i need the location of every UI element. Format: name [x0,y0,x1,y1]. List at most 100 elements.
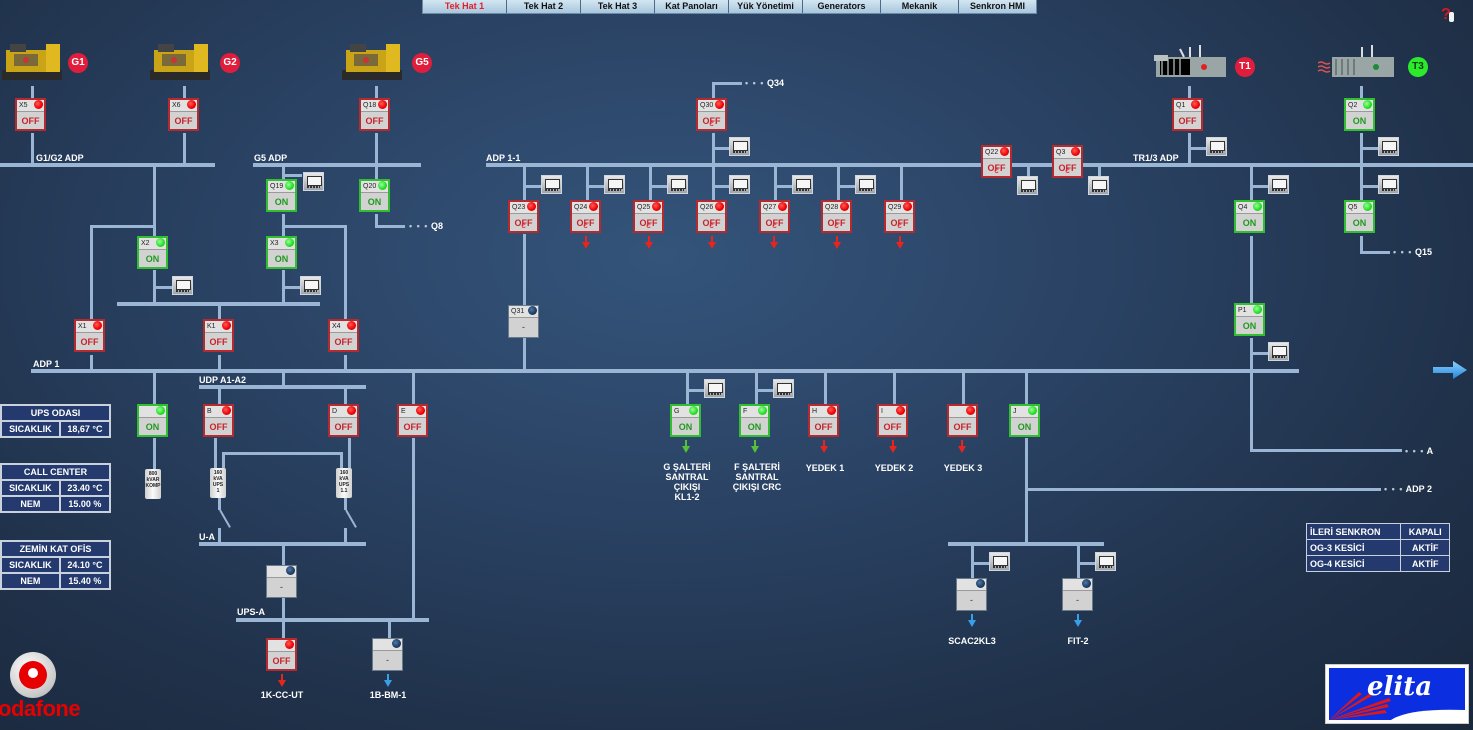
tab-tek-hat-3[interactable]: Tek Hat 3 [581,0,655,13]
generator-g2[interactable] [148,40,212,84]
breaker-id: I [881,408,883,415]
tab-senkron-hmi[interactable]: Senkron HMI [959,0,1036,13]
breaker-state: OFF [80,337,99,347]
bus-label-udp: UDP A1-A2 [199,375,247,385]
breaker-ua[interactable]: - [266,565,297,598]
tab-kat-panolari[interactable]: Kat Panoları [655,0,729,13]
breaker-state: OFF [514,218,533,228]
power-meter-icon[interactable] [1378,175,1399,194]
tab-tek-hat-1[interactable]: Tek Hat 1 [423,0,507,13]
breaker-yedek3[interactable]: OFF [947,404,978,437]
generator-g5[interactable] [340,40,404,84]
breaker-id: X3 [270,240,279,247]
breaker-header: X3 [268,238,295,250]
power-meter-icon[interactable] [300,276,321,295]
transformer-t1[interactable] [1150,45,1230,81]
tab-mekanik[interactable]: Mekanik [881,0,959,13]
breaker-sub-label: C [583,224,588,230]
power-meter-icon[interactable] [792,175,813,194]
power-meter-icon[interactable] [172,276,193,295]
transformer-t3[interactable] [1317,45,1398,81]
power-meter-icon[interactable] [1017,176,1038,195]
power-meter-icon[interactable] [667,175,688,194]
status-led-icon [1363,100,1372,109]
power-meter-icon[interactable] [729,137,750,156]
continuation-q8[interactable]: • • • Q8 [409,221,443,231]
tab-generators[interactable]: Generators [803,0,881,13]
power-meter-icon[interactable] [1095,552,1116,571]
power-meter-icon[interactable] [303,172,324,191]
breaker-1k-cc-ut[interactable]: OFF [266,638,297,671]
continuation-a[interactable]: • • • A [1405,446,1434,456]
power-meter-icon[interactable] [1206,137,1227,156]
continuation-q34[interactable]: • • • Q34 [745,78,784,88]
tab-yuk-yonetimi[interactable]: Yük Yönetimi [729,0,803,13]
breaker-state: OFF [334,337,353,347]
power-meter-icon[interactable] [1268,342,1289,361]
continuation-q15[interactable]: • • • Q15 [1393,247,1432,257]
power-meter-icon[interactable] [855,175,876,194]
bus-line [1098,166,1101,178]
breaker-q19[interactable]: Q19 -ON [266,179,297,212]
breaker-1b-bm-1[interactable]: - [372,638,403,671]
power-meter-icon[interactable] [604,175,625,194]
power-meter-icon[interactable] [1378,137,1399,156]
power-meter-icon[interactable] [989,552,1010,571]
power-meter-icon[interactable] [1088,176,1109,195]
bus-line [837,185,855,188]
power-meter-icon[interactable] [1268,175,1289,194]
power-meter-icon[interactable] [541,175,562,194]
generator-g1[interactable] [0,40,64,84]
breaker-q31[interactable]: Q31- [508,305,539,338]
help-icon[interactable]: ? [1440,4,1458,24]
breaker-scac2kl3[interactable]: - [956,578,987,611]
continuation-adp2[interactable]: • • • ADP 2 [1384,484,1432,494]
bus-line [824,372,827,405]
power-meter-icon[interactable] [704,379,725,398]
power-meter-icon[interactable] [729,175,750,194]
tab-tek-hat-2[interactable]: Tek Hat 2 [507,0,581,13]
breaker-state: ON [145,254,160,264]
next-page-arrow-icon[interactable] [1433,361,1467,379]
breaker-fit-2[interactable]: - [1062,578,1093,611]
bus-line [340,452,343,468]
breaker-komp[interactable]: ON [137,404,168,437]
feeder-arrow-icon [582,236,590,249]
power-meter-icon[interactable] [773,379,794,398]
